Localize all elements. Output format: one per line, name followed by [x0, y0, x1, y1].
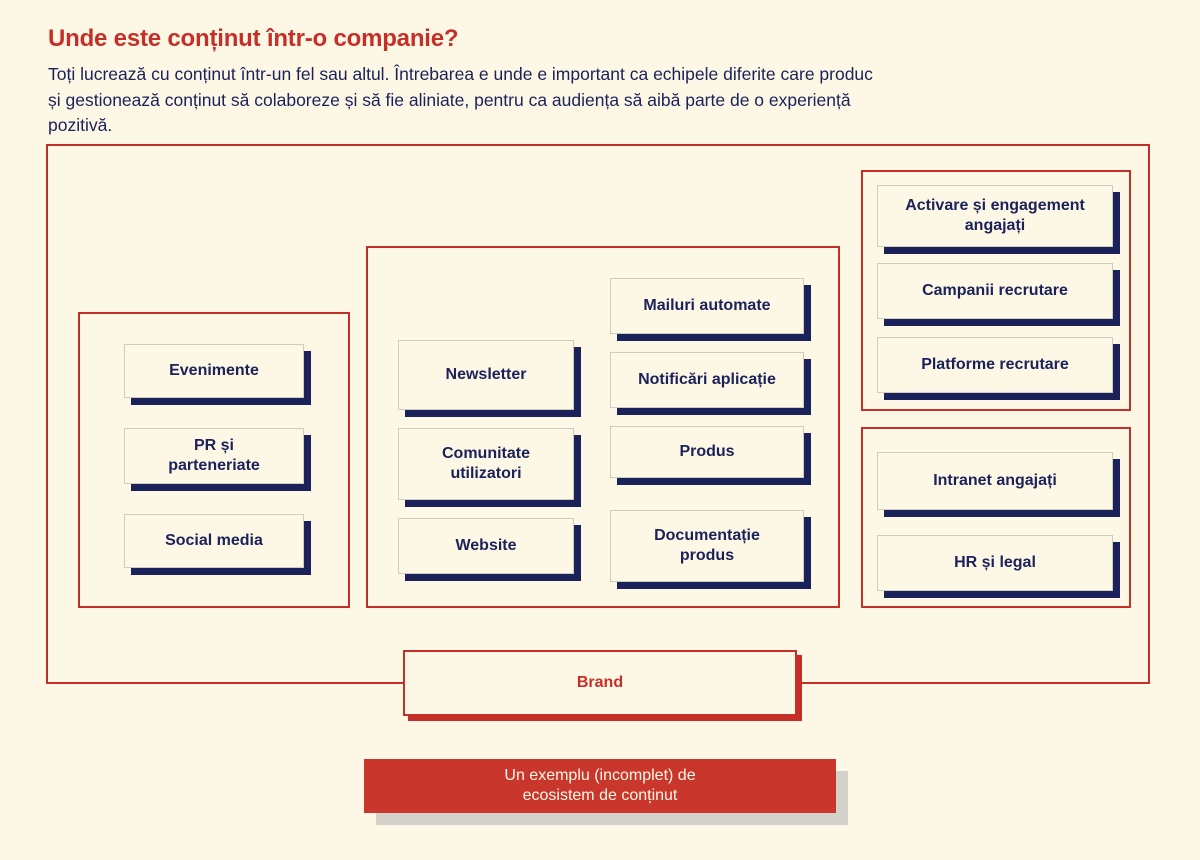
node-notificari-aplicatie[interactable]: Notificări aplicație	[610, 352, 804, 408]
node-produs[interactable]: Produs	[610, 426, 804, 478]
group-box-owned-channels	[366, 246, 840, 608]
node-campanii-recrutare[interactable]: Campanii recrutare	[877, 263, 1113, 319]
node-intranet-angajati[interactable]: Intranet angajați	[877, 452, 1113, 510]
page-title: Unde este conținut într-o companie?	[48, 25, 459, 52]
node-brand[interactable]: Brand	[403, 650, 797, 716]
node-evenimente[interactable]: Evenimente	[124, 344, 304, 398]
node-mailuri-automate[interactable]: Mailuri automate	[610, 278, 804, 334]
group-box-internal-channels	[861, 427, 1131, 608]
group-box-employer-branding	[861, 170, 1131, 411]
intro-paragraph: Toți lucrează cu conținut într-un fel sa…	[48, 64, 873, 136]
header: Unde este conținut într-o companie? Toți…	[48, 25, 878, 139]
node-website[interactable]: Website	[398, 518, 574, 574]
node-newsletter[interactable]: Newsletter	[398, 340, 574, 410]
group-box-external-channels	[78, 312, 350, 608]
node-social-media[interactable]: Social media	[124, 514, 304, 568]
node-hr-si-legal[interactable]: HR și legal	[877, 535, 1113, 591]
node-platforme-recrutare[interactable]: Platforme recrutare	[877, 337, 1113, 393]
